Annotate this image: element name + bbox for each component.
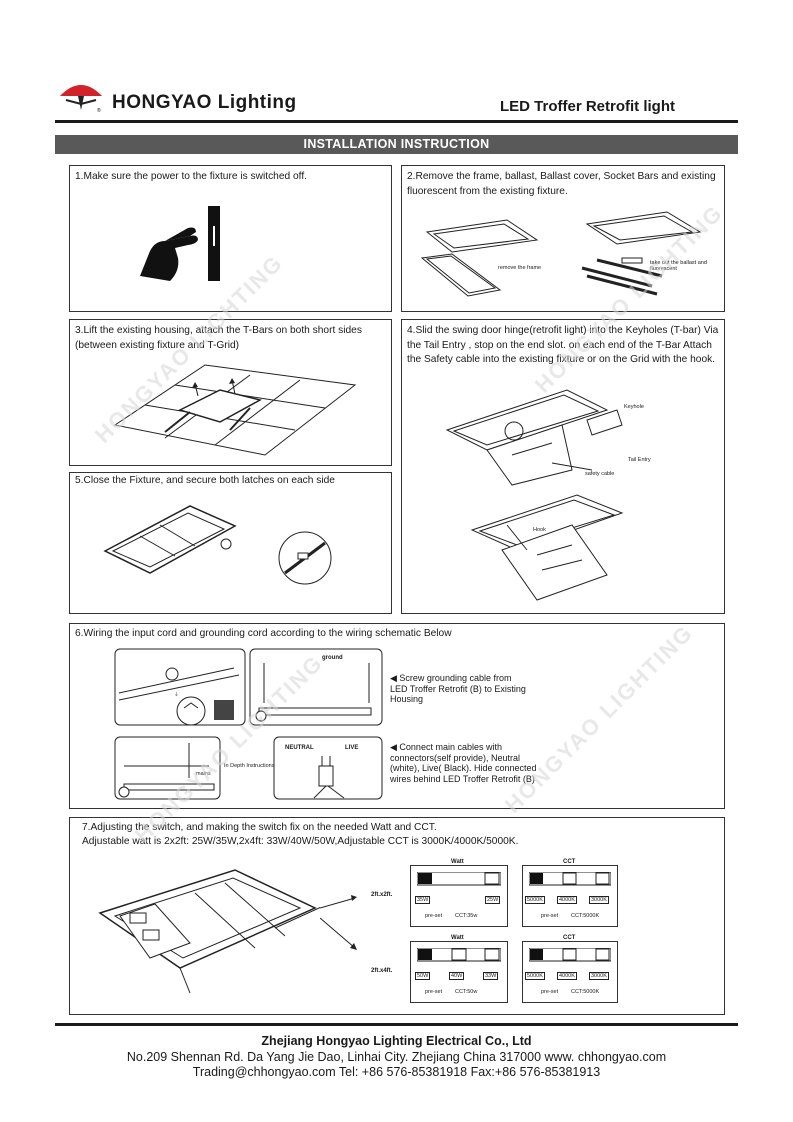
close-fixture-illustration — [103, 505, 332, 585]
row1-cct-switch: CCT 5000K 4000K 3000K pre-set CCT:5000K — [522, 859, 618, 927]
row1-cct-dip — [529, 872, 611, 886]
neutral-label: NEUTRAL — [285, 745, 314, 751]
row1-cct-opt-1: 5000K — [525, 896, 545, 904]
grounding-note-marker: ◀ — [390, 673, 400, 683]
grounding-illustration: ⏚ — [114, 648, 383, 800]
brand-name: HONGYAO Lighting — [112, 92, 297, 113]
footer-address: No.209 Shennan Rd. Da Yang Jie Dao, Linh… — [126, 1050, 667, 1064]
row1-cct-note: CCT:5000K — [571, 913, 600, 919]
row2-cct-title: CCT — [563, 935, 576, 941]
tail-entry-label: Tail Entry — [628, 457, 651, 463]
step-3-panel: 3.Lift the existing housing, attach the … — [69, 319, 392, 466]
row2-watt-dip — [417, 948, 501, 962]
hook-label: Hook — [533, 527, 546, 533]
row2-size-label: 2ft.x4ft. — [371, 968, 393, 974]
step-7-line-1: 7.Adjusting the switch, and making the s… — [82, 822, 437, 833]
row1-watt-switch: Watt 35W 25W pre-set CCT:35w — [410, 859, 508, 927]
switch-arrows — [320, 895, 357, 950]
row2-watt-opt-1: 50W — [415, 972, 431, 980]
in-depth-label: In Depth Instructions — [224, 763, 275, 769]
mains-note-text: Connect main cables with connectors(self… — [390, 742, 537, 784]
row2-watt-preset: pre-set — [425, 989, 443, 995]
svg-text:⏚: ⏚ — [174, 691, 179, 698]
footer-contact: Trading@chhongyao.com Tel: +86 576-85381… — [192, 1065, 601, 1079]
step-4-text: 4.Slid the swing door hinge(retrofit lig… — [407, 325, 719, 365]
row1-watt-note: CCT:35w — [455, 913, 478, 919]
document-title: LED Troffer Retrofit light — [500, 98, 675, 115]
row1-cct-opt-3: 3000K — [589, 896, 609, 904]
step-2-panel: 2.Remove the frame, ballast, Ballast cov… — [401, 165, 725, 312]
step-7-line-2: Adjustable watt is 2x2ft: 25W/35W,2x4ft:… — [82, 836, 519, 847]
lift-housing-illustration — [113, 364, 357, 456]
row1-watt-opt-1: 35W — [415, 896, 431, 904]
row1-watt-dip — [417, 872, 501, 886]
row1-cct-preset: pre-set — [541, 913, 559, 919]
mains-label: mains — [196, 771, 211, 777]
row2-watt-note: CCT:50w — [455, 989, 478, 995]
row2-cct-opt-3: 3000K — [589, 972, 609, 980]
grounding-note: ◀ Screw grounding cable from LED Troffer… — [390, 673, 530, 705]
header-rule — [55, 120, 738, 123]
remove-frame-illustration — [420, 211, 702, 297]
row2-cct-switch: CCT 5000K 4000K 3000K pre-set CCT:5000K — [522, 935, 618, 1003]
footer-rule — [55, 1023, 738, 1026]
take-out-ballast-label: take out the ballast and fluorescent — [650, 260, 707, 272]
svg-text:®: ® — [97, 107, 101, 114]
row2-cct-opt-2: 4000K — [557, 972, 577, 980]
row2-cct-note: CCT:5000K — [571, 989, 600, 995]
step-3-text: 3.Lift the existing housing, attach the … — [75, 325, 362, 351]
ground-label: ground — [322, 655, 343, 661]
row2-cct-preset: pre-set — [541, 989, 559, 995]
step-5-panel: 5.Close the Fixture, and secure both lat… — [69, 472, 392, 614]
row1-cct-opt-2: 4000K — [557, 896, 577, 904]
footer-company: Zhejiang Hongyao Lighting Electrical Co.… — [261, 1034, 532, 1048]
swing-door-illustration — [445, 389, 624, 601]
step-1-panel: 1.Make sure the power to the fixture is … — [69, 165, 392, 312]
live-label: LIVE — [345, 745, 359, 751]
step-2-text: 2.Remove the frame, ballast, Ballast cov… — [407, 171, 716, 197]
step-1-text: 1.Make sure the power to the fixture is … — [75, 171, 307, 182]
row2-watt-opt-3: 33W — [483, 972, 499, 980]
grounding-note-text: Screw grounding cable from LED Troffer R… — [390, 673, 526, 704]
row2-watt-switch: Watt 50W 40W 33W pre-set CCT:50w — [410, 935, 508, 1003]
step-5-text: 5.Close the Fixture, and secure both lat… — [75, 475, 335, 486]
row1-watt-opt-2: 25W — [485, 896, 501, 904]
step-7-panel: 7.Adjusting the switch, and making the s… — [69, 817, 725, 1015]
row2-watt-title: Watt — [451, 935, 464, 941]
brand-logo: ® — [60, 85, 102, 114]
mains-note: ◀ Connect main cables with connectors(se… — [390, 742, 550, 784]
row1-watt-preset: pre-set — [425, 913, 443, 919]
row1-cct-title: CCT — [563, 859, 576, 865]
switch-off-illustration — [140, 206, 220, 281]
step-6-panel: 6.Wiring the input cord and grounding co… — [69, 623, 725, 809]
remove-frame-label: remove the frame — [498, 265, 542, 271]
row2-cct-dip — [529, 948, 611, 962]
section-banner: INSTALLATION INSTRUCTION — [55, 135, 738, 154]
safety-cable-label: safety cable — [585, 471, 615, 477]
row2-cct-opt-1: 5000K — [525, 972, 545, 980]
step-4-panel: 4.Slid the swing door hinge(retrofit lig… — [401, 319, 725, 614]
row1-watt-title: Watt — [451, 859, 464, 865]
mains-note-marker: ◀ — [390, 742, 400, 752]
row2-watt-opt-2: 40W — [449, 972, 465, 980]
fixture-switch-illustration — [98, 869, 320, 994]
row1-size-label: 2ft.x2ft. — [371, 892, 393, 898]
keyhole-label: Keyhole — [624, 404, 644, 410]
step-6-text: 6.Wiring the input cord and grounding co… — [75, 628, 452, 639]
